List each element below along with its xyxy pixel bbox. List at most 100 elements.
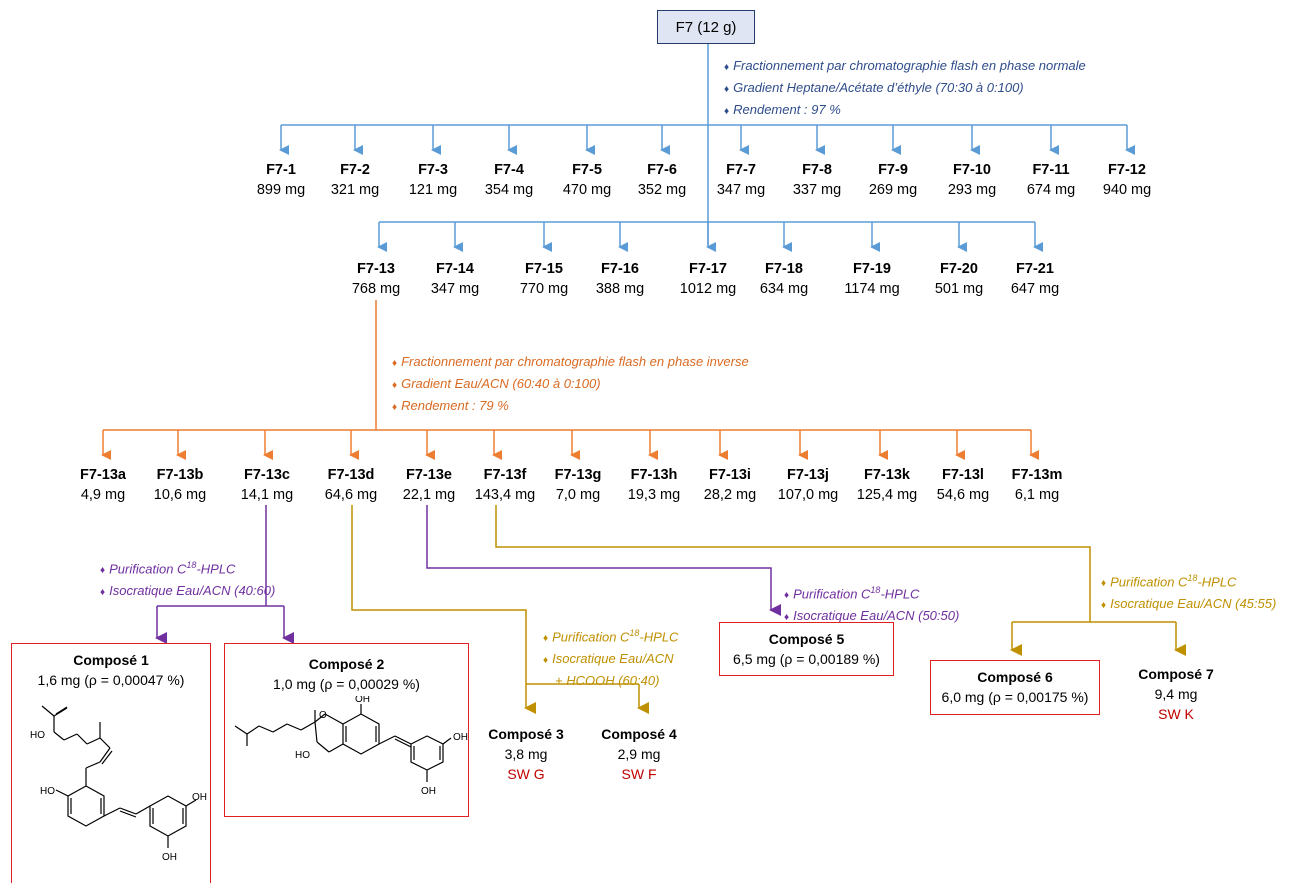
fraction-mass: 354 mg <box>484 182 534 198</box>
svg-text:O: O <box>319 710 327 721</box>
purif-c-iso: Isocratique Eau/ACN (40:60) <box>109 583 276 599</box>
purif-f-iso: Isocratique Eau/ACN (45:55) <box>1110 596 1277 612</box>
hplc-suffix: -HPLC <box>639 629 679 645</box>
fraction-code: F7-13 <box>357 261 395 277</box>
fraction-code: F7-2 <box>340 162 370 178</box>
step2-note-3: Rendement : 79 % <box>401 398 509 413</box>
fraction-code: F7-21 <box>1016 261 1054 277</box>
compound-6-box: Composé 6 6,0 mg (ρ = 0,00175 %) <box>930 660 1100 715</box>
purif-d-extra: + HCOOH (60:40) <box>555 673 660 689</box>
fraction-mass: 501 mg <box>934 281 984 297</box>
compound-3: Composé 3 3,8 mg SW G <box>488 724 563 784</box>
step1-notes: ♦Fractionnement par chromatographie flas… <box>724 58 1086 117</box>
fraction-code: F7-13e <box>406 467 452 483</box>
purif-notes-c: ♦Purification C18-HPLC ♦Isocratique Eau/… <box>100 560 276 599</box>
purif-notes-e: ♦Purification C18-HPLC ♦Isocratique Eau/… <box>784 585 960 624</box>
fraction-code: F7-19 <box>853 261 891 277</box>
compound-1-box: Composé 1 1,6 mg (ρ = 0,00047 %) HO HO O… <box>11 643 211 883</box>
hplc-prefix: Purification C <box>793 586 871 602</box>
compound-3-mass: 3,8 mg <box>504 746 548 762</box>
compound-5-box: Composé 5 6,5 mg (ρ = 0,00189 %) <box>719 622 894 676</box>
fraction-code: F7-7 <box>726 162 756 178</box>
ho-label: HO <box>295 750 310 761</box>
fraction-mass: 940 mg <box>1102 182 1152 198</box>
fraction-node: F7-9 269 mg <box>869 160 917 200</box>
ho-label: HO <box>40 786 55 797</box>
fraction-code: F7-13h <box>630 467 678 483</box>
compound-5-title: Composé 5 <box>768 631 845 647</box>
fraction-mass: 28,2 mg <box>703 487 757 503</box>
root-label: F7 (12 g) <box>675 18 737 36</box>
step1-note-2: Gradient Heptane/Acétate d’éthyle (70:30… <box>733 80 1024 95</box>
fraction-node: F7-13k 125,4 mg <box>857 465 917 505</box>
compound-1-structure: HO HO OH OH <box>30 705 207 863</box>
fraction-code: F7-13c <box>244 467 290 483</box>
fraction-mass: 19,3 mg <box>627 487 681 503</box>
fraction-code: F7-12 <box>1108 162 1146 178</box>
hplc-prefix: Purification C <box>552 629 630 645</box>
fraction-mass: 634 mg <box>759 281 809 297</box>
step2-note-1: Fractionnement par chromatographie flash… <box>401 354 749 369</box>
fraction-code: F7-17 <box>689 261 727 277</box>
hplc-sup: 18 <box>1187 573 1198 583</box>
compound-2-structure: O OH HO OH OH <box>234 696 468 797</box>
fraction-mass: 899 mg <box>256 182 306 198</box>
fraction-mass: 470 mg <box>562 182 612 198</box>
fraction-mass: 388 mg <box>595 281 645 297</box>
fraction-mass: 7,0 mg <box>555 487 601 503</box>
fraction-node: F7-13b 10,6 mg <box>154 465 206 505</box>
oh-label: OH <box>355 696 370 705</box>
fraction-mass: 269 mg <box>868 182 918 198</box>
compound-5-mass: 6,5 mg (ρ = 0,00189 %) <box>733 651 880 667</box>
fraction-mass: 64,6 mg <box>324 487 378 503</box>
fraction-mass: 770 mg <box>519 281 569 297</box>
step1-note-1: Fractionnement par chromatographie flash… <box>733 58 1086 73</box>
fraction-mass: 22,1 mg <box>402 487 456 503</box>
compound-7: Composé 7 9,4 mg SW K <box>1138 664 1213 724</box>
fraction-mass: 125,4 mg <box>856 487 918 503</box>
fraction-node: F7-12 940 mg <box>1103 160 1151 200</box>
fraction-node: F7-18 634 mg <box>760 259 808 299</box>
fraction-code: F7-13a <box>80 467 126 483</box>
fraction-code: F7-6 <box>647 162 677 178</box>
fraction-mass: 352 mg <box>637 182 687 198</box>
fraction-mass: 674 mg <box>1026 182 1076 198</box>
fraction-mass: 4,9 mg <box>80 487 126 503</box>
fraction-code: F7-1 <box>266 162 296 178</box>
fraction-code: F7-13b <box>156 467 204 483</box>
fraction-code: F7-8 <box>802 162 832 178</box>
fraction-mass: 347 mg <box>430 281 480 297</box>
oh-label: OH <box>453 732 468 743</box>
fraction-mass: 10,6 mg <box>153 487 207 503</box>
ho-label: HO <box>30 730 45 741</box>
fraction-code: F7-18 <box>765 261 803 277</box>
compound-4: Composé 4 2,9 mg SW F <box>601 724 676 784</box>
fraction-mass: 143,4 mg <box>474 487 536 503</box>
compound-7-title: Composé 7 <box>1138 666 1214 682</box>
fraction-code: F7-3 <box>418 162 448 178</box>
fraction-code: F7-9 <box>878 162 908 178</box>
step2-note-2: Gradient Eau/ACN (60:40 à 0:100) <box>401 376 601 391</box>
fraction-code: F7-13k <box>864 467 910 483</box>
compound-6-title: Composé 6 <box>977 669 1053 685</box>
hplc-prefix: Purification C <box>109 561 187 577</box>
fraction-mass: 54,6 mg <box>936 487 990 503</box>
hplc-suffix: -HPLC <box>880 586 920 602</box>
compound-1-title: Composé 1 <box>73 652 149 668</box>
purif-notes-d: ♦Purification C18-HPLC ♦Isocratique Eau/… <box>543 623 678 691</box>
compound-1-mass: 1,6 mg (ρ = 0,00047 %) <box>37 672 185 688</box>
